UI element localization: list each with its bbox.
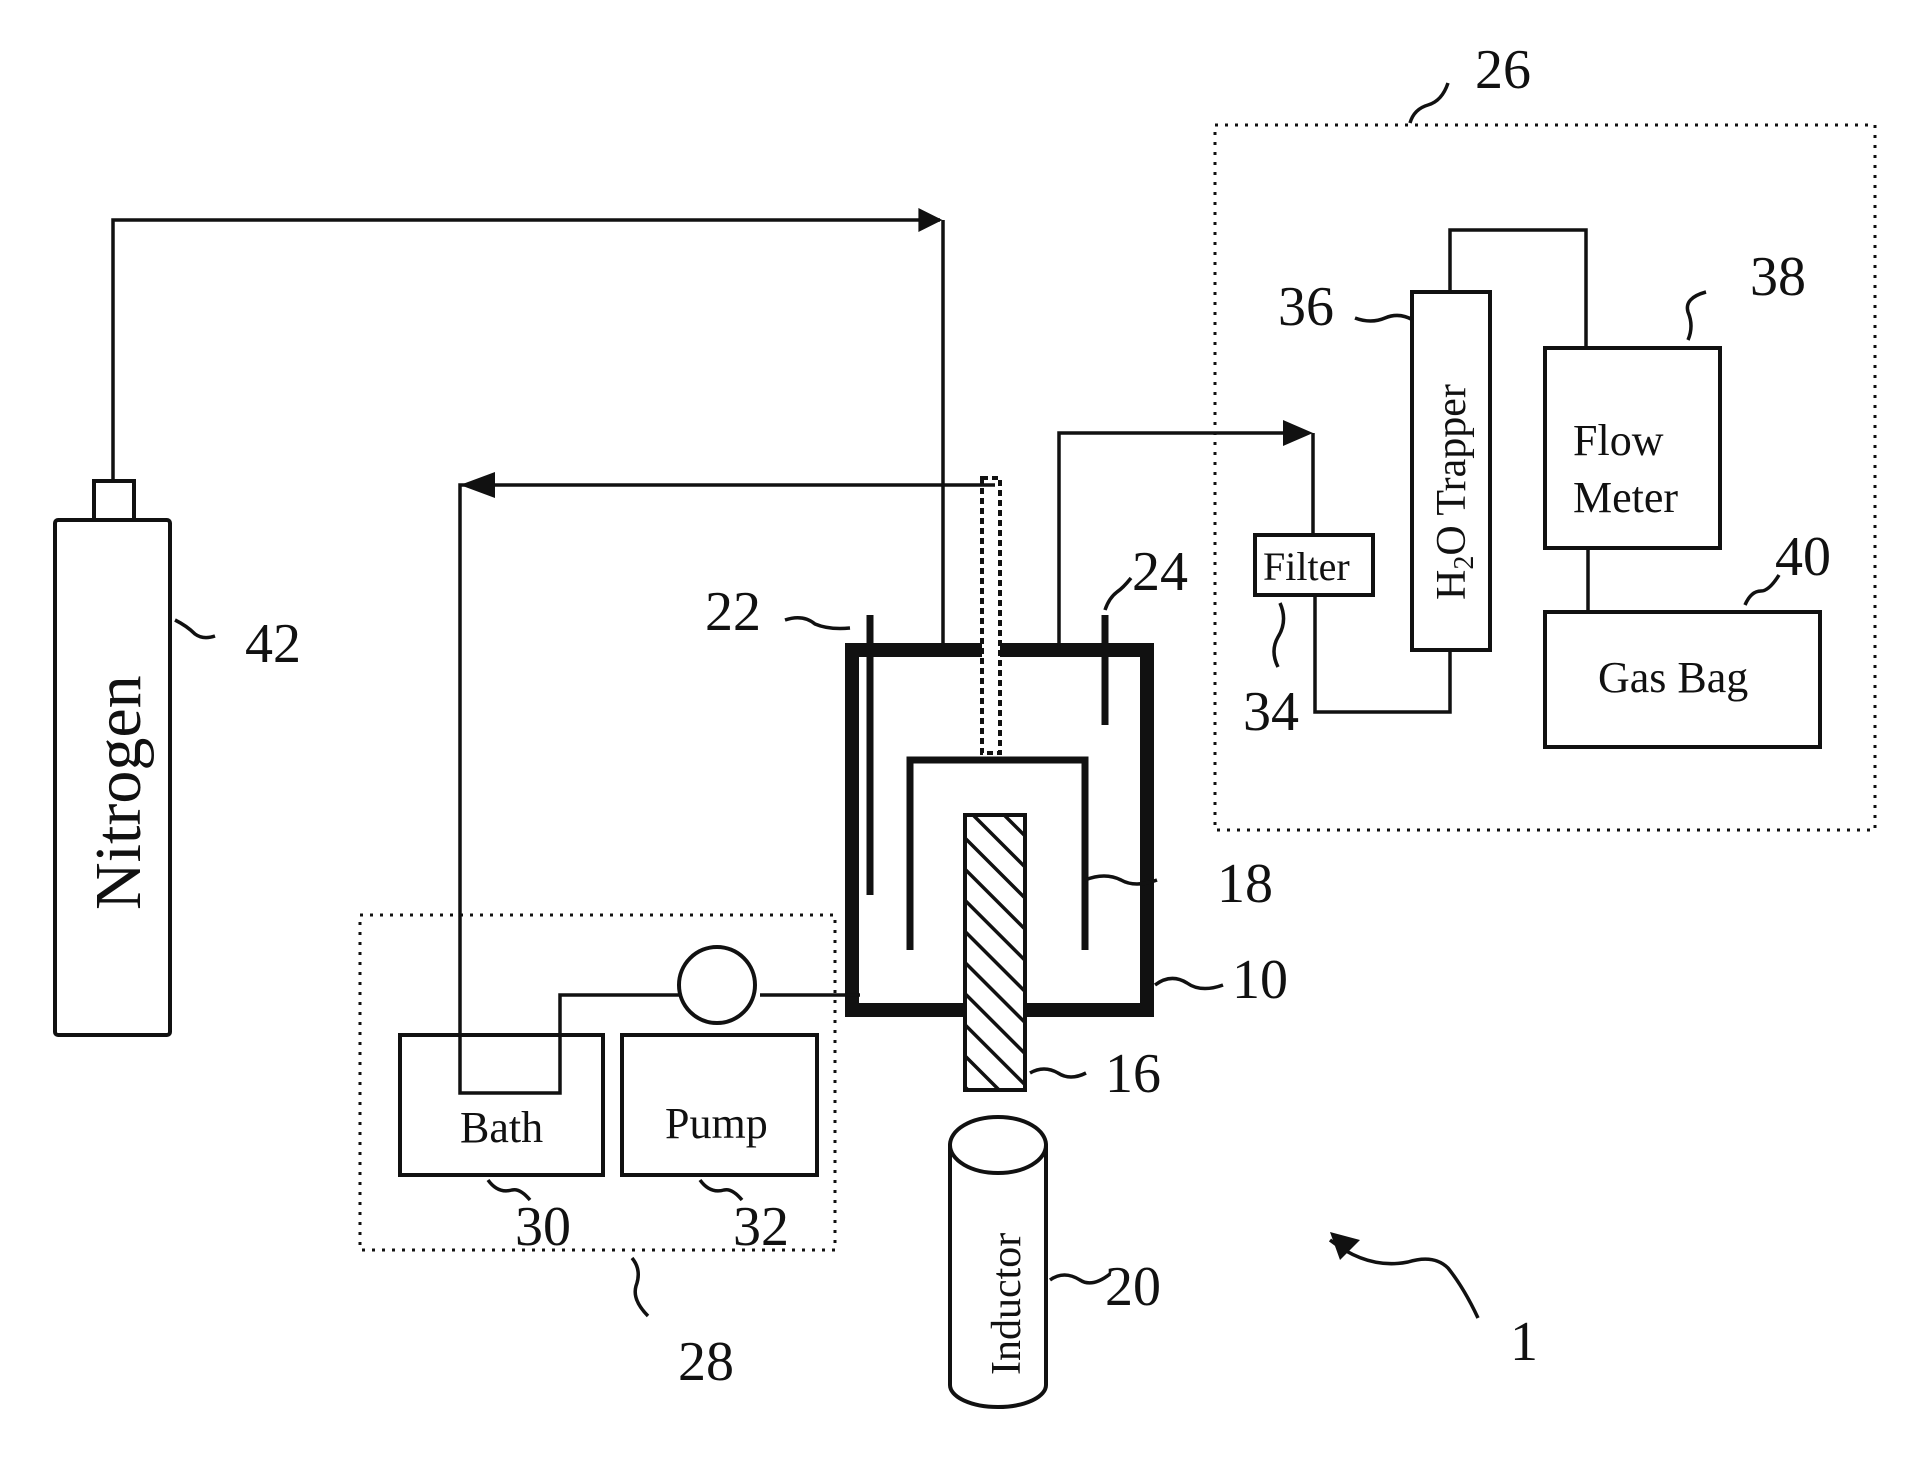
feed-tube (982, 478, 1000, 753)
inductor: Inductor (950, 1117, 1046, 1407)
h2o-trapper-label-sub: 2 (1449, 556, 1480, 570)
numeral-34: 34 (1243, 681, 1299, 743)
numeral-16: 16 (1105, 1043, 1161, 1105)
numeral-1: 1 (1510, 1311, 1538, 1373)
numeral-20: 20 (1105, 1256, 1161, 1318)
numeral-10: 10 (1232, 949, 1288, 1011)
gas-bag-label: Gas Bag (1598, 653, 1748, 702)
numeral-36: 36 (1278, 276, 1334, 338)
h2o-trapper-label-rest: O Trapper (1429, 384, 1475, 556)
gas-outlet-arrow (1283, 420, 1313, 446)
numeral-26: 26 (1475, 39, 1531, 101)
reactor-vessel (760, 478, 1147, 1090)
h2o-trapper-label-h: H (1429, 570, 1475, 600)
inductor-label: Inductor (984, 1233, 1030, 1375)
nitrogen-cylinder: Nitrogen (55, 481, 170, 1035)
numeral-22: 22 (705, 581, 761, 643)
nitrogen-label: Nitrogen (82, 675, 155, 910)
numeral-30: 30 (515, 1196, 571, 1258)
numeral-18: 18 (1217, 853, 1273, 915)
flow-meter-label-1: Flow (1573, 416, 1664, 465)
numeral-38: 38 (1750, 246, 1806, 308)
bath-label: Bath (460, 1103, 543, 1152)
pump: Pump (622, 947, 817, 1175)
numeral-40: 40 (1775, 526, 1831, 588)
coolant-return-arrow (460, 472, 495, 498)
sample-rod (965, 815, 1025, 1090)
numeral-24: 24 (1132, 541, 1188, 603)
flow-meter: Flow Meter (1545, 348, 1720, 612)
gas-bag: Gas Bag (1545, 612, 1820, 747)
pump-label: Pump (665, 1099, 768, 1148)
numeral-28: 28 (678, 1331, 734, 1393)
numeral-42: 42 (245, 613, 301, 675)
nitrogen-line (113, 220, 940, 481)
filter-label: Filter (1263, 544, 1350, 589)
flow-meter-label-2: Meter (1573, 473, 1678, 522)
numeral-32: 32 (733, 1196, 789, 1258)
